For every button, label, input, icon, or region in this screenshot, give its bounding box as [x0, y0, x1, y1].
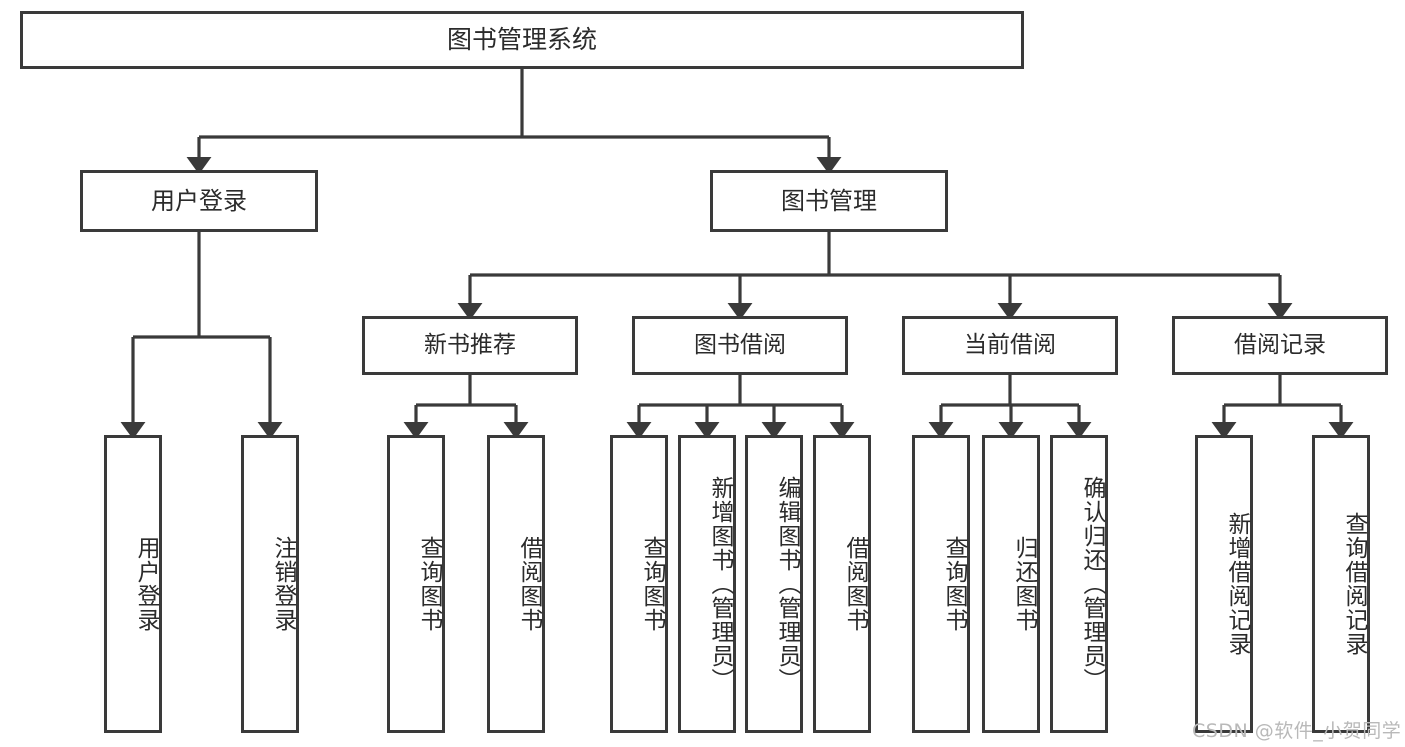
- node-new-book-recommend[interactable]: 新书推荐: [362, 316, 578, 375]
- leaf-node[interactable]: 借阅图书: [813, 435, 871, 733]
- leaf-node[interactable]: 查询图书: [387, 435, 445, 733]
- leaf-node-label: 查询图书: [941, 536, 967, 632]
- leaf-node-label: 新增借阅记录: [1224, 512, 1250, 656]
- leaf-node-label: 查询图书: [416, 536, 442, 632]
- node-root-label: 图书管理系统: [446, 25, 597, 55]
- leaf-node-label: 新增图书（管理员）: [707, 476, 733, 692]
- node-borrow-record-label: 借阅记录: [1234, 331, 1326, 358]
- node-borrow-record[interactable]: 借阅记录: [1172, 316, 1388, 375]
- leaf-node-label: 借阅图书: [516, 536, 542, 632]
- leaf-node[interactable]: 新增借阅记录: [1195, 435, 1253, 733]
- leaf-node-label: 借阅图书: [842, 536, 868, 632]
- leaf-node-label: 注销登录: [270, 536, 296, 632]
- leaf-node[interactable]: 确认归还（管理员）: [1050, 435, 1108, 733]
- node-root[interactable]: 图书管理系统: [20, 11, 1024, 69]
- leaf-node-label: 用户登录: [133, 536, 159, 632]
- node-book-management[interactable]: 图书管理: [710, 170, 948, 232]
- leaf-node[interactable]: 查询图书: [912, 435, 970, 733]
- csdn-watermark: CSDN @软件_小贺同学: [1192, 720, 1402, 742]
- leaf-node-label: 编辑图书（管理员）: [774, 476, 800, 692]
- leaf-node[interactable]: 新增图书（管理员）: [678, 435, 736, 733]
- leaf-node-label: 归还图书: [1011, 536, 1037, 632]
- node-user-login[interactable]: 用户登录: [80, 170, 318, 232]
- node-new-book-recommend-label: 新书推荐: [424, 331, 516, 358]
- leaf-node[interactable]: 注销登录: [241, 435, 299, 733]
- node-current-borrow[interactable]: 当前借阅: [902, 316, 1118, 375]
- leaf-node[interactable]: 借阅图书: [487, 435, 545, 733]
- leaf-node[interactable]: 归还图书: [982, 435, 1040, 733]
- leaf-node[interactable]: 查询借阅记录: [1312, 435, 1370, 733]
- leaf-node-label: 确认归还（管理员）: [1079, 476, 1105, 692]
- node-book-management-label: 图书管理: [781, 186, 877, 215]
- leaf-node[interactable]: 查询图书: [610, 435, 668, 733]
- node-book-borrow[interactable]: 图书借阅: [632, 316, 848, 375]
- node-user-login-label: 用户登录: [151, 186, 247, 215]
- leaf-node-label: 查询借阅记录: [1341, 512, 1367, 656]
- leaf-node-label: 查询图书: [639, 536, 665, 632]
- node-book-borrow-label: 图书借阅: [694, 331, 786, 358]
- leaf-node[interactable]: 编辑图书（管理员）: [745, 435, 803, 733]
- leaf-node[interactable]: 用户登录: [104, 435, 162, 733]
- node-current-borrow-label: 当前借阅: [964, 331, 1056, 358]
